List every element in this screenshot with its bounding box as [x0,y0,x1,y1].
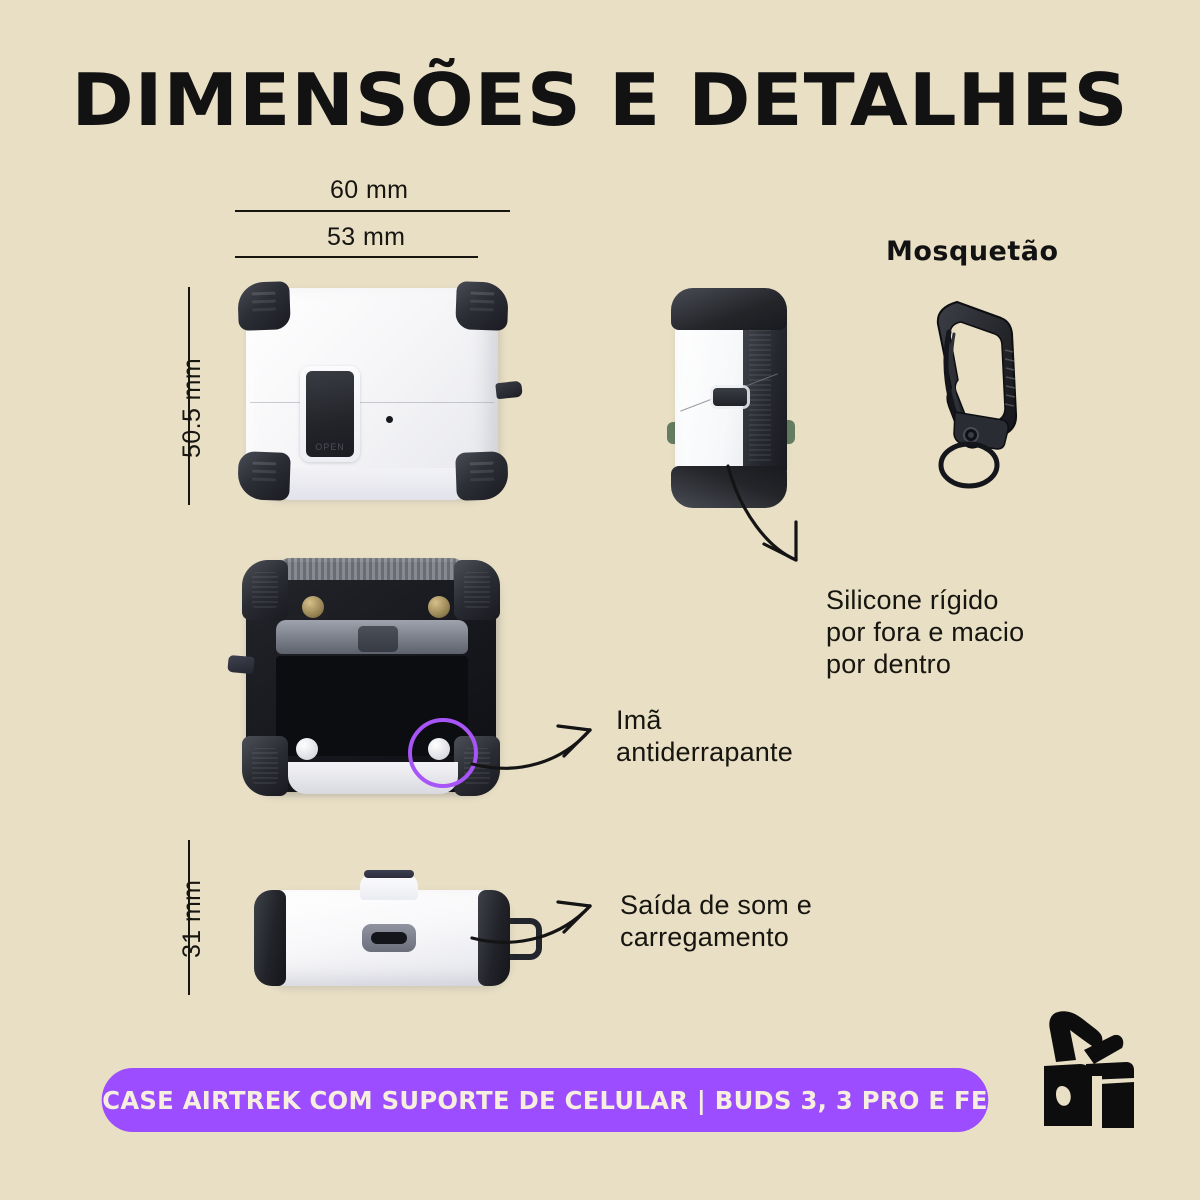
stand-open-text: OPEN [315,442,345,452]
magnet-highlight-circle [408,718,478,788]
corner-bumper-bottom-right [455,451,509,501]
product-back-view [227,556,508,804]
dimension-label-width-outer: 60 mm [330,176,409,204]
callout-silicone-text: Silicone rígido por fora e macio por den… [826,585,1025,679]
magnet-callout-arrow [470,724,592,770]
carabiner-icon [936,301,1018,489]
back-side-tab [227,654,255,675]
dimension-label-height-front: 50.5 mm [178,357,206,458]
banner-text: CASE AIRTREK COM SUPORTE DE CELULAR | BU… [102,1085,988,1115]
usb-c-port-icon [371,932,407,944]
magnet-top-left [302,596,324,618]
back-top-grip-texture [276,558,466,580]
front-bottom-lip [266,468,478,500]
bottom-bumper-right [478,890,510,986]
bottom-bumper-left [254,890,286,986]
phone-stand-clip: OPEN [306,371,354,457]
page-title: DIMENSÕES E DETALHES [71,58,1129,142]
corner-bumper-top-right [455,281,509,331]
carabiner-illustration [905,288,1035,503]
side-bumper-top [671,288,787,330]
magnet-top-right [428,596,450,618]
back-inner-notch [358,626,398,652]
audio-charging-callout-arrow [470,900,592,944]
callout-magnet-text: Imã antiderrapante [616,705,793,767]
back-corner-top-left [242,560,288,620]
product-bottom-view [240,862,542,994]
dimension-label-depth-bottom: 31 mm [178,879,206,958]
side-button [713,388,747,406]
front-side-tab [495,380,523,400]
back-corner-bottom-left [242,736,288,796]
callout-audio-charging-text: Saída de som e carregamento [620,890,812,952]
dimension-line-width-inner [235,256,478,258]
dimension-line-width-outer [235,210,510,212]
bottom-stand-cap [364,870,414,878]
product-front-view: OPEN [237,281,523,504]
dimension-label-width-inner: 53 mm [327,223,406,251]
brand-logo-icon [1044,1011,1134,1128]
dimension-line-depth-bottom [188,840,190,995]
bottom-stand-hump [360,874,418,900]
side-dark-panel [743,302,787,492]
silicone-callout-arrow [726,464,798,562]
back-corner-top-right [454,560,500,620]
led-indicator-dot [386,416,393,423]
corner-bumper-top-left [237,281,291,331]
product-name-banner[interactable]: CASE AIRTREK COM SUPORTE DE CELULAR | BU… [101,1068,989,1132]
corner-bumper-bottom-left [237,451,291,501]
carabiner-label: Mosquetão [886,236,1059,267]
brand-logo [1022,1000,1162,1145]
magnet-bottom-left [296,738,318,760]
front-case-seam [250,402,494,403]
dimension-line-height-front [188,287,190,505]
